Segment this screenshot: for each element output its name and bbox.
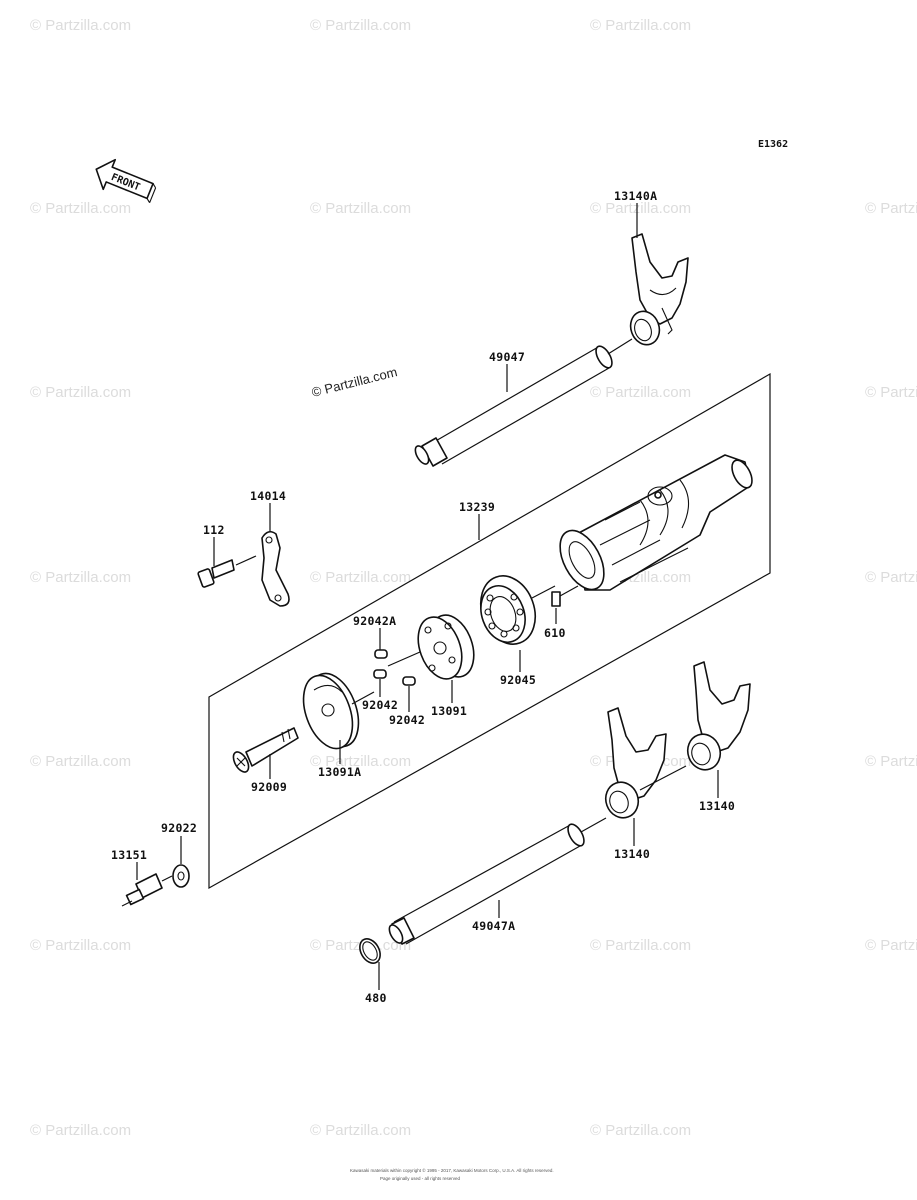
part-label: 610 [544, 626, 566, 640]
watermark: © Partzilla.com [590, 1122, 691, 1139]
plate-14014-drawing [261, 530, 290, 607]
circlip-480-drawing [359, 938, 381, 964]
footer-copyright: Kawasaki materials within copyright © 19… [350, 1167, 554, 1173]
watermark: © Partzilla.com [590, 200, 691, 217]
watermark: © Partzilla.com [590, 17, 691, 34]
watermark: © Partzilla.com [310, 17, 411, 34]
watermark: © Partzilla.com [30, 937, 131, 954]
watermark: © Partzilla.com [865, 753, 917, 770]
watermark: © Partzilla.com [310, 753, 411, 770]
part-label: 14014 [250, 489, 286, 503]
watermark: © Partzilla.com [30, 569, 131, 586]
leader-lines [136, 203, 719, 990]
watermark: © Partzilla.com [30, 384, 131, 401]
shift-fork-13140A-drawing [629, 233, 689, 346]
watermark: © Partzilla.com [865, 384, 917, 401]
watermark: © Partzilla.com [590, 937, 691, 954]
part-label: 13140 [699, 799, 735, 813]
pin-610-drawing [551, 585, 579, 607]
watermark: © Partzilla.com [865, 937, 917, 954]
front-arrow-icon: FRONT [95, 158, 157, 203]
part-labels: 13140A 49047 14014 112 13239 92042A 610 … [111, 189, 735, 1005]
part-label: 13151 [111, 848, 147, 862]
part-label: 480 [365, 991, 387, 1005]
part-label: 92042 [362, 698, 398, 712]
part-label: 13091 [431, 704, 467, 718]
watermark: © Partzilla.com [30, 17, 131, 34]
watermark: © Partzilla.com [865, 200, 917, 217]
part-label: 49047A [472, 919, 515, 933]
part-label: 92009 [251, 780, 287, 794]
part-label: 13091A [318, 765, 361, 779]
shift-rod-49047-drawing [414, 338, 633, 467]
operating-plate-13091-drawing [417, 614, 475, 680]
screw-92009-drawing [232, 727, 299, 773]
watermark: © Partzilla.com [30, 200, 131, 217]
part-label: 13140A [614, 189, 657, 203]
pins-92042-drawing [373, 649, 421, 686]
shift-fork-13140-right-drawing [686, 661, 751, 771]
shift-fork-13140-left-drawing [604, 707, 687, 819]
watermark: © Partzilla.com [310, 1122, 411, 1139]
part-label: 92042A [353, 614, 396, 628]
part-label: 13140 [614, 847, 650, 861]
part-label: 92045 [500, 673, 536, 687]
watermark: © Partzilla.com [30, 753, 131, 770]
part-label: 49047 [489, 350, 525, 364]
part-label: 92022 [161, 821, 197, 835]
watermark: © Partzilla.com [865, 569, 917, 586]
part-label: 92042 [389, 713, 425, 727]
watermark: © Partzilla.com [590, 384, 691, 401]
shift-drum-13239-drawing [559, 454, 753, 591]
diagram-code: E1362 [758, 139, 788, 150]
part-label: 112 [203, 523, 225, 537]
bearing-92045-drawing [479, 575, 556, 645]
shift-rod-49047A-drawing [388, 817, 607, 945]
watermark: © Partzilla.com [310, 200, 411, 217]
partzilla-mark: © Partzilla.com [310, 364, 399, 400]
washer-92022-drawing [172, 864, 190, 888]
assembly-frame [208, 372, 771, 890]
watermark: © Partzilla.com [30, 1122, 131, 1139]
footer-note: Page originally used - all rights reserv… [380, 1176, 461, 1181]
operating-plate-13091A-drawing [302, 672, 375, 750]
watermark-layer: © Partzilla.com © Partzilla.com © Partzi… [30, 17, 917, 1139]
watermark: © Partzilla.com [310, 569, 411, 586]
bolt-112-drawing [197, 555, 257, 588]
pin-13151-drawing [121, 873, 173, 907]
part-label: 13239 [459, 500, 495, 514]
